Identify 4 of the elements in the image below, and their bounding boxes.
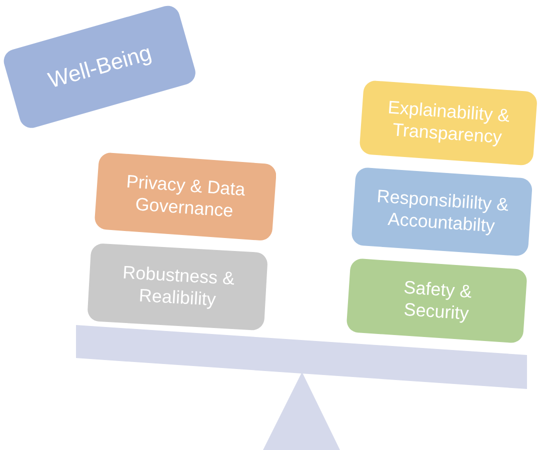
card-label: Explainability & Transparency <box>386 96 512 149</box>
card-label: Privacy & Data Governance <box>124 170 247 222</box>
card-label: Responsibililty & Accountabilty <box>375 185 510 238</box>
card-label: Safety & Security <box>402 276 474 326</box>
